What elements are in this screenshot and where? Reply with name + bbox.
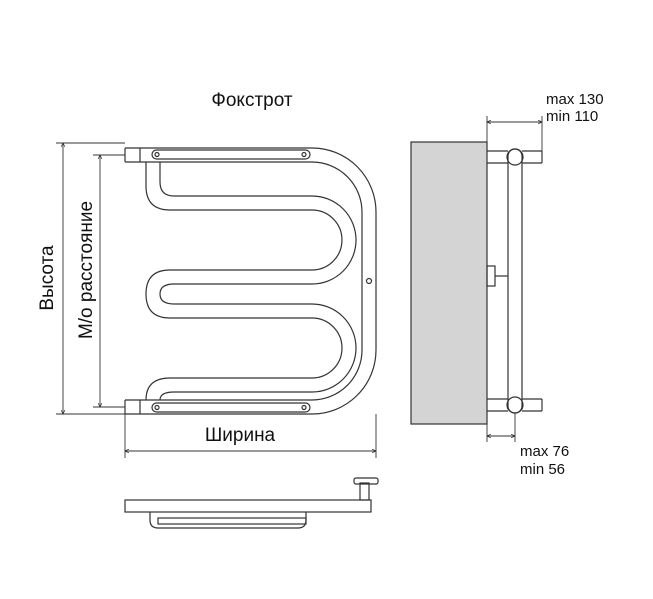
bottom-offset-min: min 56 [520, 461, 565, 478]
center-distance-dimension [93, 154, 125, 408]
serpentine-inner [159, 162, 357, 401]
frame-inner [125, 161, 363, 401]
top-offset-min: min 110 [546, 108, 598, 125]
frame-outer [125, 147, 377, 415]
height-dimension [56, 142, 125, 415]
width-dimension [124, 414, 377, 458]
serpentine-outer [145, 162, 343, 401]
width-label: Ширина [205, 425, 276, 446]
front-view [124, 147, 377, 415]
top-offset-max: max 130 [546, 91, 604, 108]
bottom-rod [151, 402, 311, 413]
top-rod [151, 149, 311, 160]
top-view [124, 477, 379, 529]
height-label: Высота [37, 245, 58, 311]
bottom-offset-max: max 76 [520, 443, 569, 460]
diagram-title: Фокстрот [211, 90, 292, 111]
side-view [410, 116, 543, 442]
wall [410, 141, 488, 425]
air-vent [365, 277, 373, 285]
center-distance-label: М/о расстояние [76, 201, 97, 339]
